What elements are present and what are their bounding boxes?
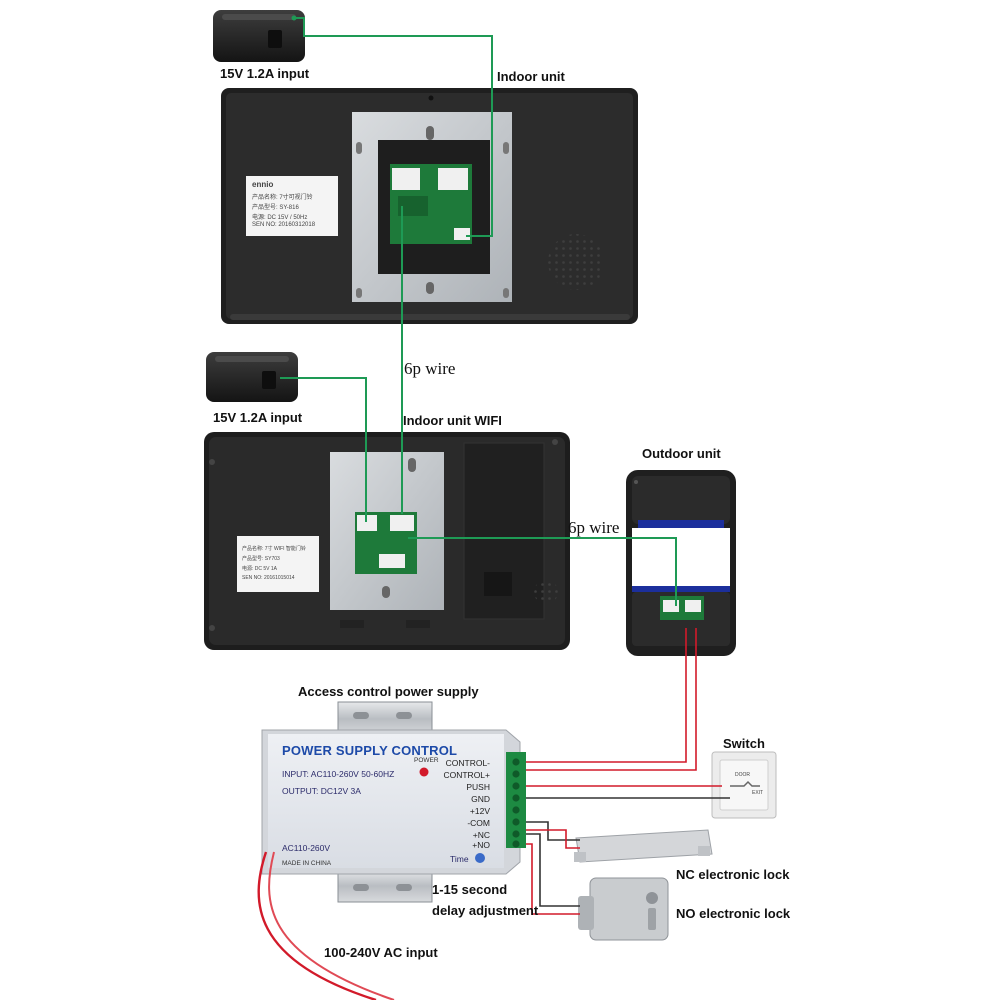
no-lock-label: NO electronic lock <box>676 906 791 921</box>
access-control-psu <box>261 701 526 903</box>
red-wires <box>257 628 730 1000</box>
psu-panel-power: POWER <box>414 757 439 764</box>
access-psu-label: Access control power supply <box>298 684 479 699</box>
indoor-1-model: 产品型号: SY-816 <box>252 205 299 211</box>
psu-panel-input: INPUT: AC110-260V 50-60HZ <box>282 769 395 779</box>
switch-door-text: DOOR <box>735 772 750 778</box>
wire-1-label: 6p wire <box>404 359 456 378</box>
switch-exit-text: EXIT <box>752 790 764 796</box>
indoor-unit-wifi <box>204 432 570 650</box>
exit-switch <box>711 751 777 819</box>
indoor-1-serial: SEN NO: 20160312018 <box>252 222 316 228</box>
indoor-unit-label: Indoor unit <box>497 69 565 84</box>
nc-lock-label: NC electronic lock <box>676 867 790 882</box>
wire-2-label: 6p wire <box>568 518 620 537</box>
power-adapter-1 <box>213 10 305 62</box>
terminal-label: +NO <box>472 840 490 850</box>
switch-label: Switch <box>723 736 765 751</box>
outdoor-unit <box>626 470 736 656</box>
psu-panel-ac: AC110-260V <box>282 843 331 853</box>
indoor-1-brand: ennio <box>252 180 274 189</box>
indoor-unit-1 <box>221 88 638 324</box>
indoor-2-model: 产品型号: SY703 <box>242 556 280 562</box>
psu-panel-output: OUTPUT: DC12V 3A <box>282 786 361 796</box>
outdoor-unit-label: Outdoor unit <box>642 446 721 461</box>
adapter-2-label: 15V 1.2A input <box>213 410 303 425</box>
ac-input-label: 100-240V AC input <box>324 945 438 960</box>
terminal-label: +NC <box>472 830 490 840</box>
indoor-1-power: 电源: DC 15V / 50Hz <box>252 215 308 221</box>
no-electronic-lock <box>578 877 669 941</box>
indoor-2-serial: SEN NO: 20161015014 <box>242 575 295 581</box>
psu-panel-time: Time <box>450 854 469 864</box>
terminal-label: GND <box>471 794 490 804</box>
green-wires <box>280 17 677 606</box>
adapter-1-label: 15V 1.2A input <box>220 66 310 81</box>
psu-panel-made: MADE IN CHINA <box>282 860 332 867</box>
terminal-label: CONTROL+ <box>443 770 490 780</box>
terminal-label: PUSH <box>466 782 490 792</box>
key-icon <box>730 780 760 787</box>
terminal-label: CONTROL- <box>445 758 490 768</box>
power-adapter-2 <box>206 352 298 402</box>
indoor-unit-wifi-label: Indoor unit WIFI <box>403 413 502 428</box>
indoor-2-name: 产品名称: 7寸 WIFI 智能门铃 <box>242 546 306 552</box>
delay-label-1: 1-15 second <box>432 882 508 897</box>
terminal-label: +12V <box>469 806 490 816</box>
delay-label-2: delay adjustment <box>432 903 539 918</box>
terminal-label: -COM <box>467 818 490 828</box>
psu-panel-title: POWER SUPPLY CONTROL <box>282 743 458 758</box>
indoor-1-name: 产品名称: 7寸可视门铃 <box>252 195 313 201</box>
indoor-2-power: 电源: DC 5V 1A <box>242 566 278 572</box>
nc-electronic-lock <box>574 829 713 863</box>
